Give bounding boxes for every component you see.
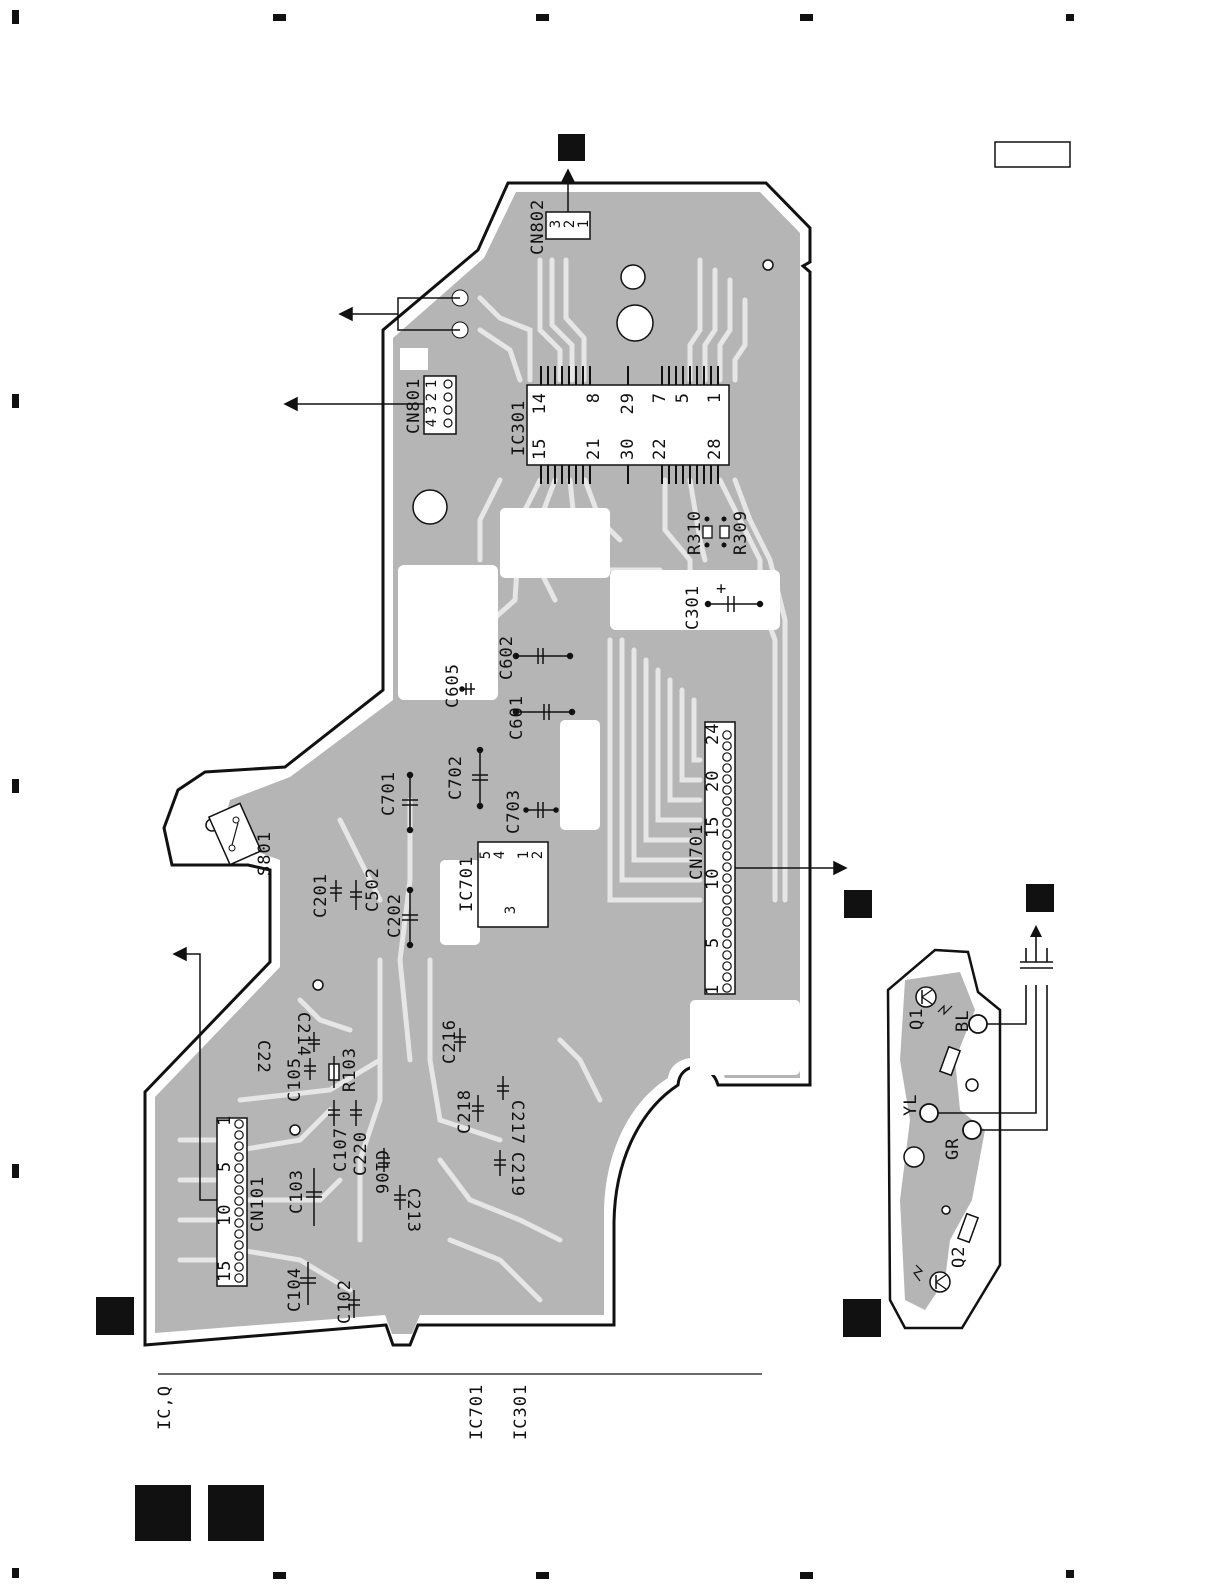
cn101-label: CN101 [248, 1176, 268, 1232]
ic301-pin-29: 29 [618, 392, 638, 414]
ic701-pin-2: 2 [530, 851, 546, 859]
r310-label: R310 [685, 510, 705, 555]
ic701-label: IC701 [457, 856, 477, 912]
c502-label: C502 [363, 867, 383, 912]
cn801-pin-2: 2 [424, 393, 440, 401]
ic301-pin-14: 14 [530, 392, 550, 414]
sensor-board: Q1 Q2 BL YL GR [888, 925, 1053, 1328]
q1-label: Q1 [907, 1008, 927, 1030]
r103-label: R103 [340, 1047, 360, 1092]
c201-label: C201 [311, 873, 331, 918]
sensor-wire-arrow [1030, 925, 1042, 937]
c602-label: C602 [497, 635, 517, 680]
ic301-label: IC301 [509, 400, 529, 456]
c202-label: C202 [385, 893, 405, 938]
c702-label: C702 [446, 755, 466, 800]
bl-label: BL [953, 1010, 973, 1032]
cn801-pin-3: 3 [424, 406, 440, 414]
cn701-pin-5: 5 [703, 937, 723, 948]
gr-label: GR [943, 1138, 963, 1160]
cn701-label: CN701 [687, 824, 707, 880]
cn101-pin-1: 1 [215, 1115, 235, 1126]
c213-label: C213 [403, 1188, 423, 1233]
c301-label: C301 [683, 585, 703, 630]
c605-label: C605 [443, 663, 463, 708]
cn801-pin-4: 4 [424, 419, 440, 427]
ic701-pin-3: 3 [503, 906, 519, 914]
main-board: 3 2 1 CN802 1 2 3 4 CN801 [145, 170, 846, 1345]
c107-label: C107 [331, 1127, 351, 1172]
ref-marker-sensor-bottom [843, 1299, 881, 1337]
c106-label: C106 [371, 1150, 391, 1195]
c103-label: C103 [287, 1169, 307, 1214]
c601-label: C601 [507, 695, 527, 740]
cn701-pin-1: 1 [703, 984, 723, 995]
c218-label: C218 [455, 1089, 475, 1134]
svg-text:+: + [716, 579, 727, 599]
ic301-pin-21: 21 [584, 438, 604, 460]
c217-label: C217 [507, 1100, 527, 1145]
cn802-pin-1: 1 [576, 220, 592, 228]
c216-label: C216 [440, 1019, 460, 1064]
c102-label: C102 [335, 1279, 355, 1324]
footer-ic-q: IC,Q [155, 1385, 175, 1430]
cn801-pin-1: 1 [424, 380, 440, 388]
r309-label: R309 [731, 510, 751, 555]
footer-ic301: IC301 [511, 1384, 531, 1440]
ic301-pin-22: 22 [650, 438, 670, 460]
cn101-pin-5: 5 [215, 1161, 235, 1172]
ic301-pin-15: 15 [530, 438, 550, 460]
q2-label: Q2 [949, 1246, 969, 1268]
cn801-label: CN801 [404, 378, 424, 434]
ic301-pin-7: 7 [650, 392, 670, 403]
c219-label: C219 [507, 1152, 527, 1197]
cn101-pin-10: 10 [215, 1204, 235, 1226]
footer-ic701: IC701 [467, 1384, 487, 1440]
ic301-pin-1: 1 [705, 392, 725, 403]
ic301-pin-5: 5 [673, 392, 693, 403]
cn101-pin-15: 15 [215, 1260, 235, 1282]
c104-label: C104 [285, 1267, 305, 1312]
cn801-connector: 1 2 3 4 CN801 [404, 376, 456, 434]
c220-label: C220 [351, 1131, 371, 1176]
ic301-pin-30: 30 [618, 438, 638, 460]
ref-marker-top [558, 134, 585, 161]
c214-label: C214 [293, 1012, 313, 1057]
ic301-pin-8: 8 [584, 392, 604, 403]
c703-label: C703 [504, 789, 524, 834]
blank-label-box [995, 142, 1070, 167]
cn701-pin-24: 24 [703, 723, 723, 745]
c105-label: C105 [285, 1057, 305, 1102]
yl-label: YL [901, 1094, 921, 1116]
ic701-pin-4: 4 [492, 851, 508, 859]
ref-marker-mid [844, 890, 872, 918]
page-tab-1 [135, 1485, 191, 1541]
ic301-pin-28: 28 [705, 438, 725, 460]
pad-square [400, 348, 428, 370]
page-tab-2 [208, 1485, 264, 1541]
ref-marker-right [1026, 884, 1054, 912]
c701-label: C701 [379, 771, 399, 816]
ref-marker-left-bottom [96, 1297, 134, 1335]
cn701-pin-20: 20 [703, 770, 723, 792]
s801-label: S801 [255, 831, 275, 876]
c22-label: C22 [253, 1040, 273, 1074]
cn802-label: CN802 [528, 199, 548, 255]
